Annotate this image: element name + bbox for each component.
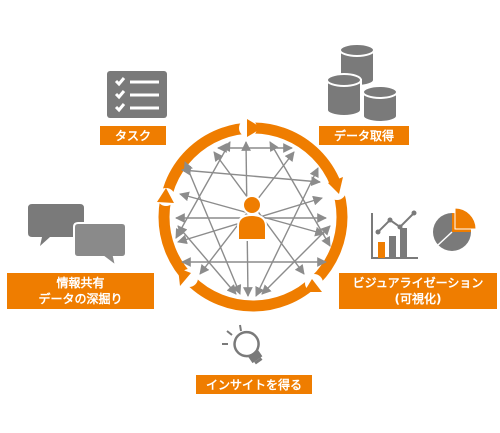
checklist-icon xyxy=(107,71,167,118)
network-arrow xyxy=(213,151,305,275)
network-arrow xyxy=(181,165,321,187)
network-arrow xyxy=(269,141,331,247)
data-acquisition-label: データ取得 xyxy=(319,126,409,145)
chat-bubbles-icon xyxy=(28,204,127,269)
pie-chart-icon xyxy=(433,207,477,251)
task-label: タスク xyxy=(100,126,166,145)
insight-label: インサイトを得る xyxy=(196,375,312,394)
ring-arrow-1 xyxy=(247,119,262,137)
share-deepdive-label: 情報共有 データの深掘り xyxy=(7,273,154,309)
person-icon xyxy=(237,195,267,241)
ring-arrow-2 xyxy=(328,177,343,194)
ring-arrow-5 xyxy=(157,188,174,203)
database-icon xyxy=(326,43,398,123)
lightbulb-icon xyxy=(222,324,263,365)
visualization-label: ビジュアライゼーション (可視化) xyxy=(339,273,497,309)
chart-icon xyxy=(371,210,418,259)
network-arrow xyxy=(175,141,231,239)
